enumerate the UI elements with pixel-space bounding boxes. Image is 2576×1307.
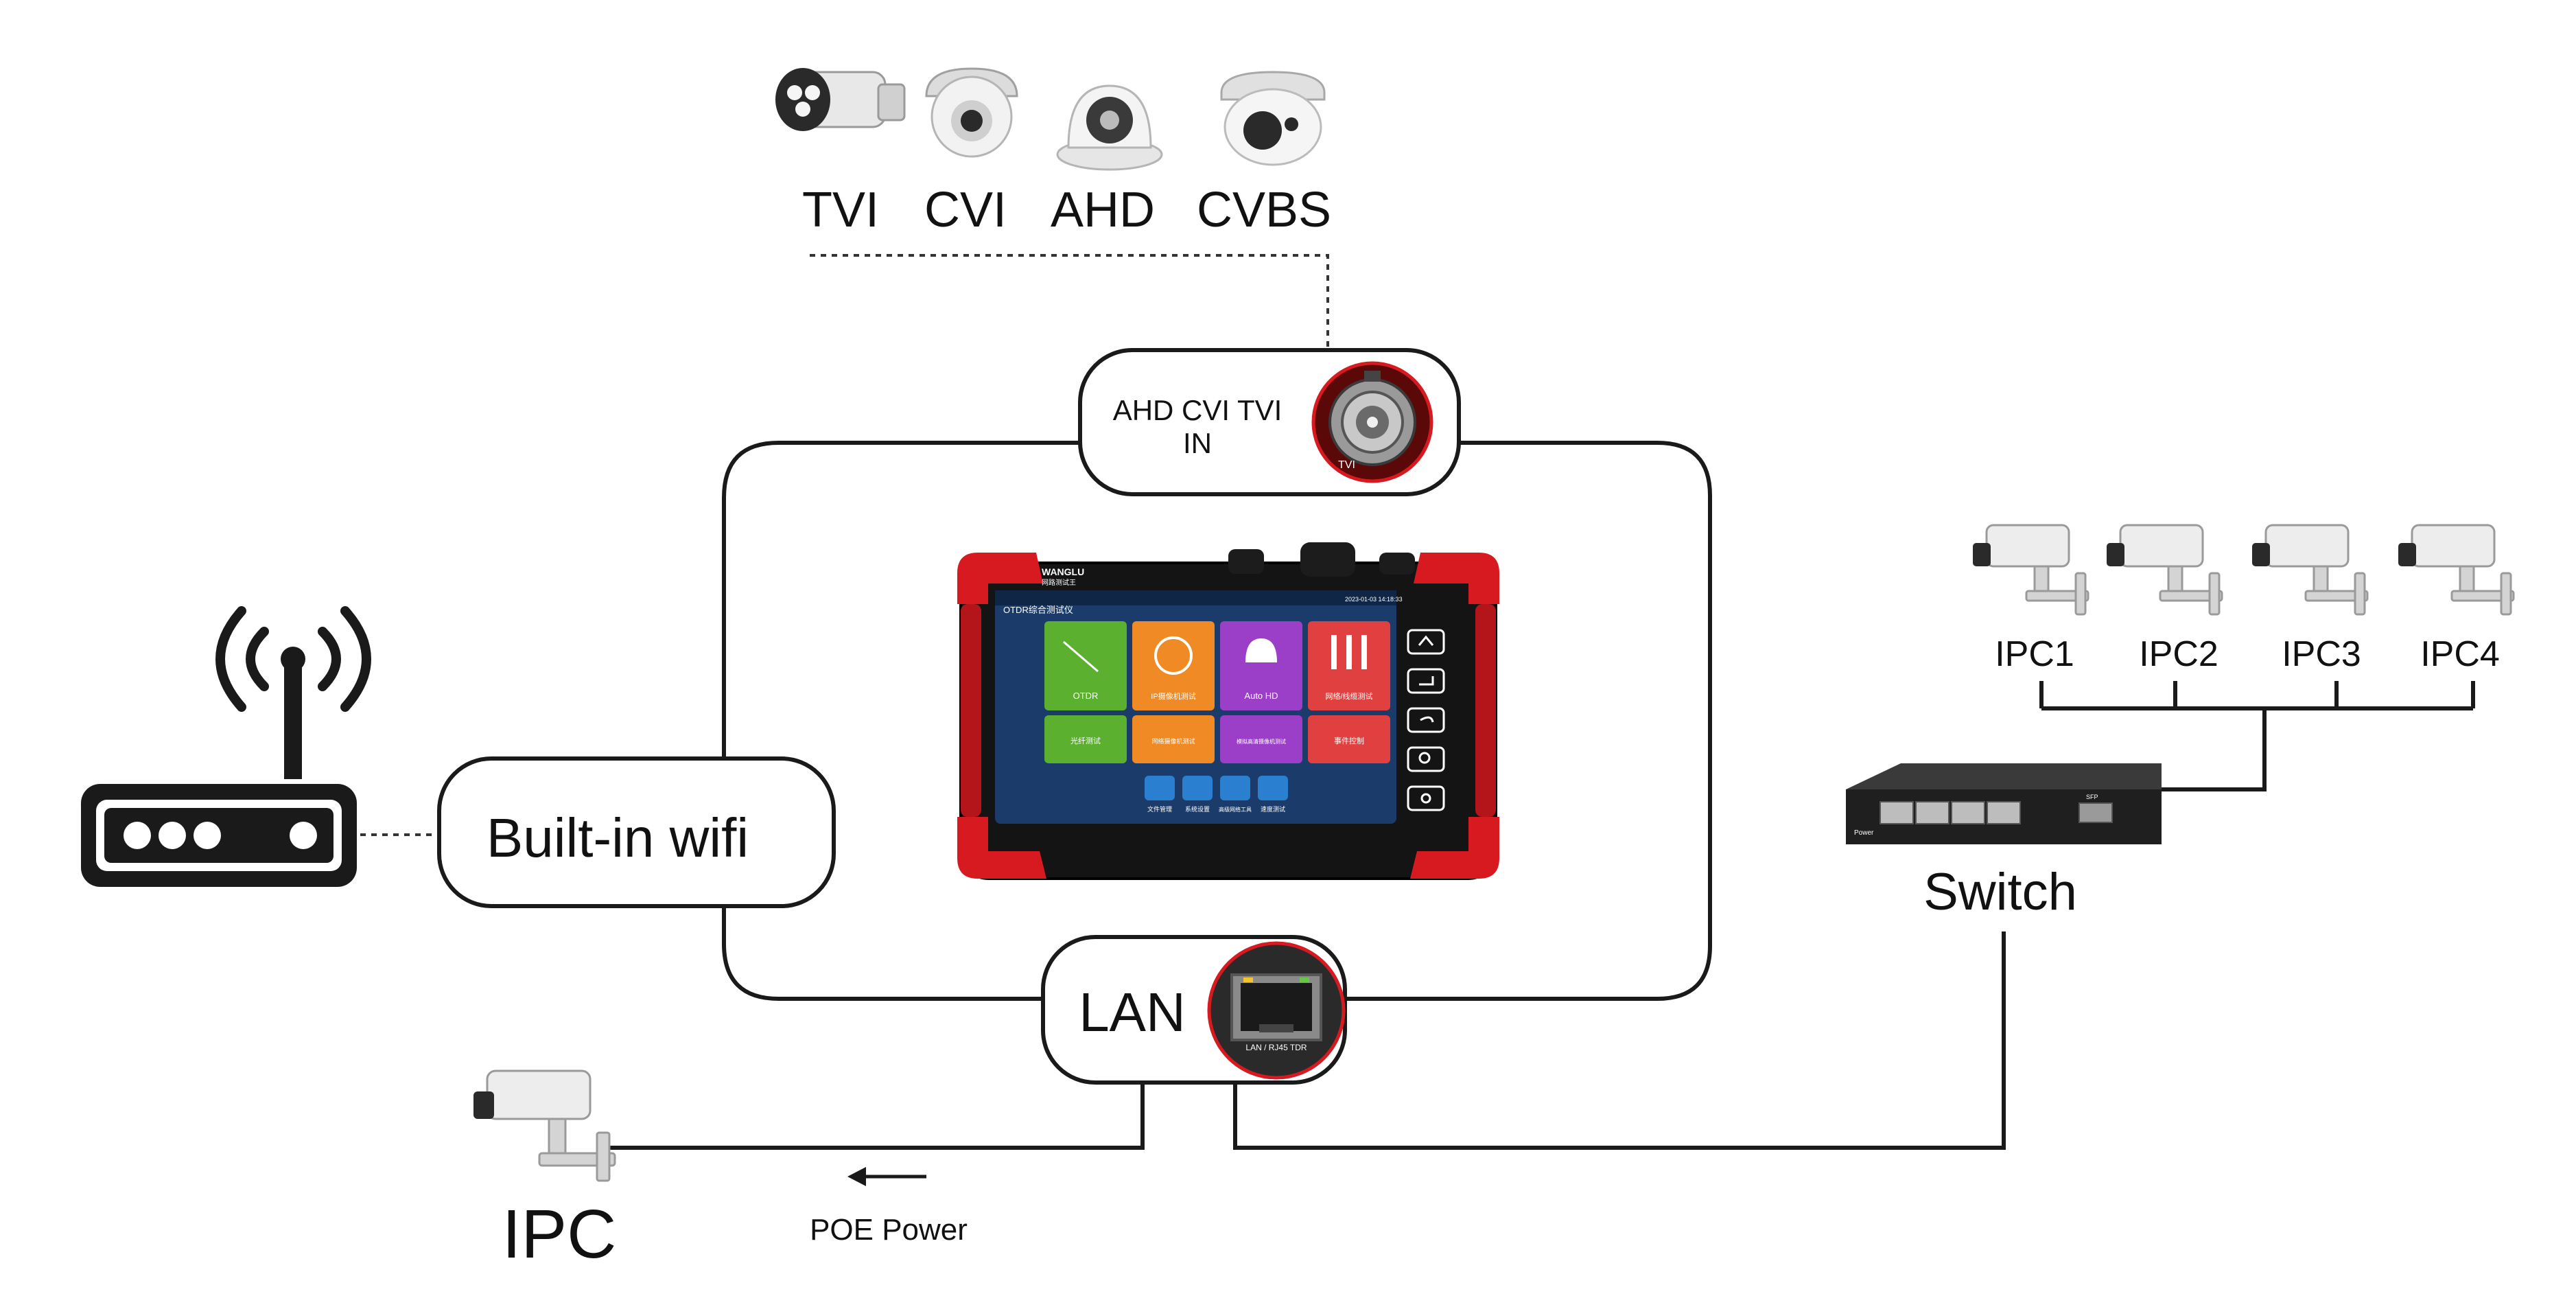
device-side-keys: [1407, 629, 1445, 811]
lan-to-switch-line: [1233, 932, 2006, 1150]
ipc4-camera-icon: [2398, 524, 2515, 616]
connection-lines: [604, 441, 2475, 1150]
ipc4-label: IPC4: [2420, 634, 2500, 674]
device-brand-sub: 网路测试王: [1042, 578, 1076, 587]
svg-text:速度测试: 速度测试: [1261, 805, 1285, 813]
poe-label: POE Power: [810, 1213, 968, 1247]
tile-ip-camera-test[interactable]: IP摄像机测试: [1132, 621, 1215, 710]
svg-text:模拟高清摄像机测试: 模拟高清摄像机测试: [1237, 738, 1286, 745]
bullet-camera-icon: [775, 68, 906, 131]
rj45-port-icon: [1207, 941, 1346, 1080]
device-brand: WANGLU: [1042, 566, 1084, 577]
svg-text:Auto HD: Auto HD: [1244, 691, 1278, 701]
ipc3-label: IPC3: [2282, 634, 2361, 674]
lan-port-tag: LAN / RJ45 TDR: [1245, 1043, 1307, 1052]
enter-icon[interactable]: [1407, 668, 1445, 694]
analog-camera-labels: TVI CVI AHD CVBS: [802, 183, 1331, 238]
switch-to-ipc-group-line: [2159, 708, 2267, 791]
ipc2-label: IPC2: [2139, 634, 2218, 674]
ipc-group: IPC1 IPC2 IPC3 IPC4: [1973, 524, 2515, 674]
screen-status-bar: [995, 590, 1396, 605]
bumper-top-left: [957, 553, 1043, 604]
lan-label: LAN: [1079, 982, 1186, 1043]
ipc3-camera-icon: [2252, 524, 2369, 616]
analog-camera-row: [775, 67, 1326, 171]
tile-network-cable-test[interactable]: 网络/线缆测试: [1308, 621, 1390, 710]
svg-text:事件控制: 事件控制: [1334, 736, 1364, 745]
bnc-label-line2: IN: [1183, 427, 1212, 459]
ipc-camera-icon: [473, 1069, 616, 1182]
switch-label: Switch: [1923, 863, 2077, 921]
tile-auto-hd[interactable]: Auto HD: [1220, 621, 1302, 710]
dome-camera-icon: [1056, 84, 1163, 171]
ipc1-label: IPC1: [1995, 634, 2074, 674]
dock-file-manager[interactable]: 文件管理: [1145, 776, 1175, 813]
device-knob: [1228, 549, 1264, 574]
tile-event-control[interactable]: 事件控制: [1308, 715, 1390, 763]
tile-otdr[interactable]: OTDR: [1044, 621, 1127, 710]
svg-text:高级网络工具: 高级网络工具: [1219, 806, 1252, 813]
svg-text:系统设置: 系统设置: [1185, 805, 1210, 813]
device-loop-line-right: [1345, 441, 1712, 1001]
dome-camera-icon: [925, 67, 1018, 158]
switch-sfp-tag: SFP: [2086, 794, 2098, 800]
bumper-side-left: [961, 604, 981, 817]
analog-to-bnc-dotted-line: [810, 254, 1329, 350]
ipc2-camera-icon: [2107, 524, 2223, 616]
camera-label-cvbs: CVBS: [1197, 183, 1331, 238]
device-knob: [1300, 542, 1355, 577]
svg-text:网络/线缆测试: 网络/线缆测试: [1325, 691, 1372, 701]
bumper-side-right: [1475, 604, 1496, 817]
switch-icon: Power SFP: [1846, 763, 2162, 844]
svg-text:网络摄像机测试: 网络摄像机测试: [1151, 737, 1195, 745]
ipc-label: IPC: [502, 1196, 617, 1273]
dock-network-tools[interactable]: 高级网络工具: [1219, 776, 1252, 813]
camera-label-ahd: AHD: [1051, 183, 1155, 238]
router-icon: [81, 606, 371, 887]
back-icon[interactable]: [1407, 707, 1445, 733]
bumper-top-right: [1414, 553, 1499, 604]
lan-to-ipc-line: [604, 1081, 1145, 1150]
screen-title: OTDR综合测试仪: [1003, 605, 1073, 615]
zoom-icon[interactable]: [1407, 746, 1445, 772]
poe-arrow-icon: [847, 1167, 926, 1186]
svg-text:OTDR: OTDR: [1073, 691, 1099, 701]
brightness-icon[interactable]: [1407, 785, 1445, 811]
wifi-label: Built-in wifi: [487, 807, 749, 868]
tester-device: WANGLU 网路测试王 OTDR综合测试仪 2023-01-03 14:18:…: [957, 542, 1499, 880]
tile-analog-hd-camera-test[interactable]: 模拟高清摄像机测试: [1220, 715, 1302, 763]
camera-label-cvi: CVI: [924, 183, 1007, 238]
dock-speed-test[interactable]: 速度测试: [1258, 776, 1288, 813]
bumper-bottom-right: [1410, 817, 1499, 879]
wifi-callout: Built-in wifi: [437, 756, 836, 908]
tile-fiber-test[interactable]: 光纤测试: [1044, 715, 1127, 763]
bnc-connector-icon: [1311, 361, 1433, 483]
bnc-port-tag: TVI: [1338, 459, 1355, 471]
svg-text:文件管理: 文件管理: [1147, 805, 1172, 813]
tile-network-camera-test[interactable]: 网络摄像机测试: [1132, 715, 1215, 763]
dotted-lines: [360, 254, 1329, 836]
bumper-bottom-left: [957, 817, 1046, 879]
bnc-label-line1: AHD CVI TVI: [1113, 394, 1283, 426]
dock-system-settings[interactable]: 系统设置: [1182, 776, 1213, 813]
switch-power-tag: Power: [1854, 829, 1874, 837]
ipc1-camera-icon: [1973, 524, 2089, 616]
device-loop-line: [722, 441, 1080, 1001]
camera-label-tvi: TVI: [802, 183, 879, 238]
device-knob: [1379, 553, 1415, 575]
svg-text:IP摄像机测试: IP摄像机测试: [1151, 691, 1195, 701]
screen-status-time: 2023-01-03 14:18:33: [1345, 596, 1403, 603]
bnc-port-callout: AHD CVI TVI IN TVI: [1078, 348, 1461, 496]
svg-text:光纤测试: 光纤测试: [1070, 736, 1101, 745]
home-icon[interactable]: [1407, 629, 1445, 655]
turret-camera-icon: [1220, 71, 1326, 166]
lan-port-callout: LAN LAN / RJ45 TDR: [1041, 935, 1347, 1085]
